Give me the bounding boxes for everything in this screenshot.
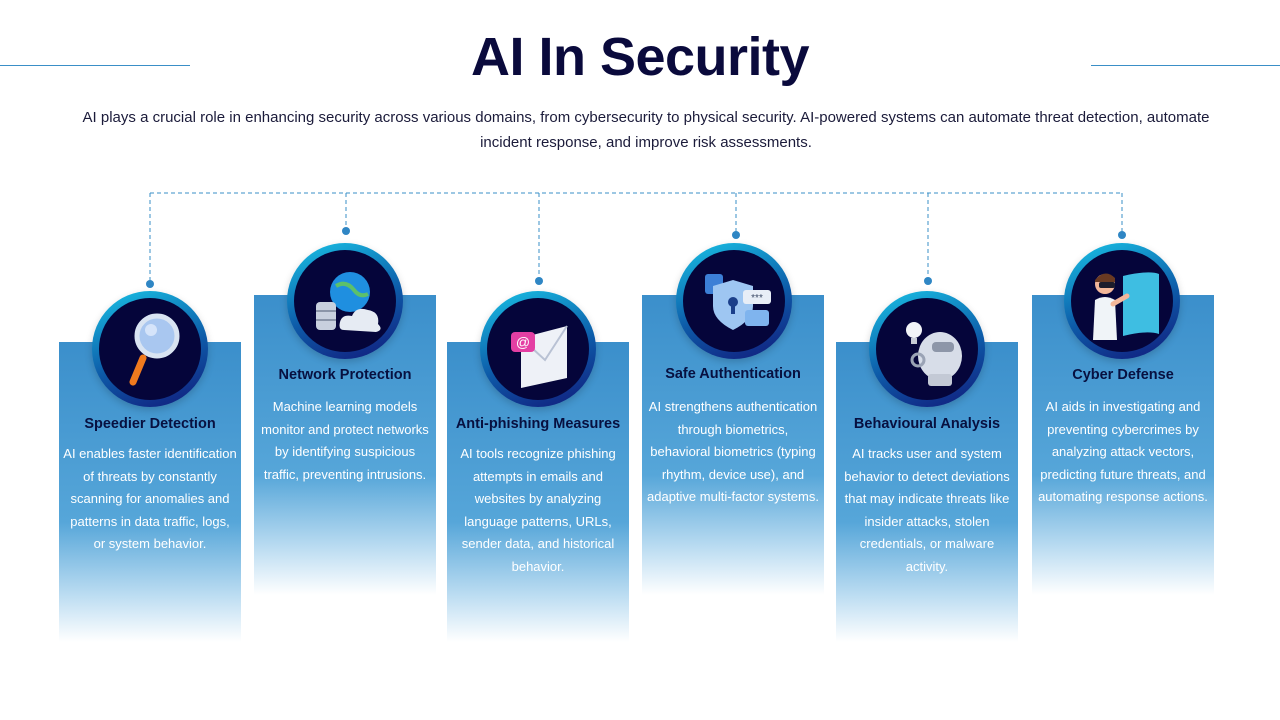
icon-circle-safe-authentication: *** xyxy=(676,243,792,359)
card-title: Behavioural Analysis xyxy=(853,416,1001,432)
network-cloud-icon xyxy=(316,272,381,332)
card-description: AI aids in investigating and preventing … xyxy=(1038,399,1208,505)
connector-lines xyxy=(146,192,1126,288)
title-line-left xyxy=(0,65,190,66)
card-description: AI strengthens authentication through bi… xyxy=(647,399,819,505)
robot-head-icon xyxy=(906,322,962,386)
card-title: Network Protection xyxy=(278,367,412,383)
svg-text:***: *** xyxy=(751,293,763,304)
page-title: AI In Security xyxy=(470,27,810,87)
card-description: AI tracks user and system behavior to de… xyxy=(844,446,1010,574)
icon-circle-behavioural-analysis xyxy=(869,291,985,407)
card-description: AI enables faster identification of thre… xyxy=(63,446,237,552)
icon-circle-speedier-detection xyxy=(92,291,208,407)
card-description: Machine learning models monitor and prot… xyxy=(261,399,429,482)
intro-text: AI plays a crucial role in enhancing sec… xyxy=(82,109,1210,151)
icon-circle-network-protection xyxy=(287,243,403,359)
svg-text:@: @ xyxy=(516,334,530,350)
title-line-right xyxy=(1091,65,1280,66)
magnifier-icon xyxy=(129,313,180,386)
icon-circle-anti-phishing: @ xyxy=(480,291,596,407)
email-at-icon: @ xyxy=(511,325,568,388)
card-title: Anti-phishing Measures xyxy=(455,416,621,432)
card-description: AI tools recognize phishing attempts in … xyxy=(460,446,616,574)
icon-circle-cyber-defense xyxy=(1064,243,1180,359)
card-title: Safe Authentication xyxy=(665,366,801,382)
card-title: Cyber Defense xyxy=(1072,367,1174,383)
vr-person-icon xyxy=(1093,272,1159,340)
card-title: Speedier Detection xyxy=(84,416,216,432)
shield-lock-icon: *** xyxy=(705,274,771,330)
